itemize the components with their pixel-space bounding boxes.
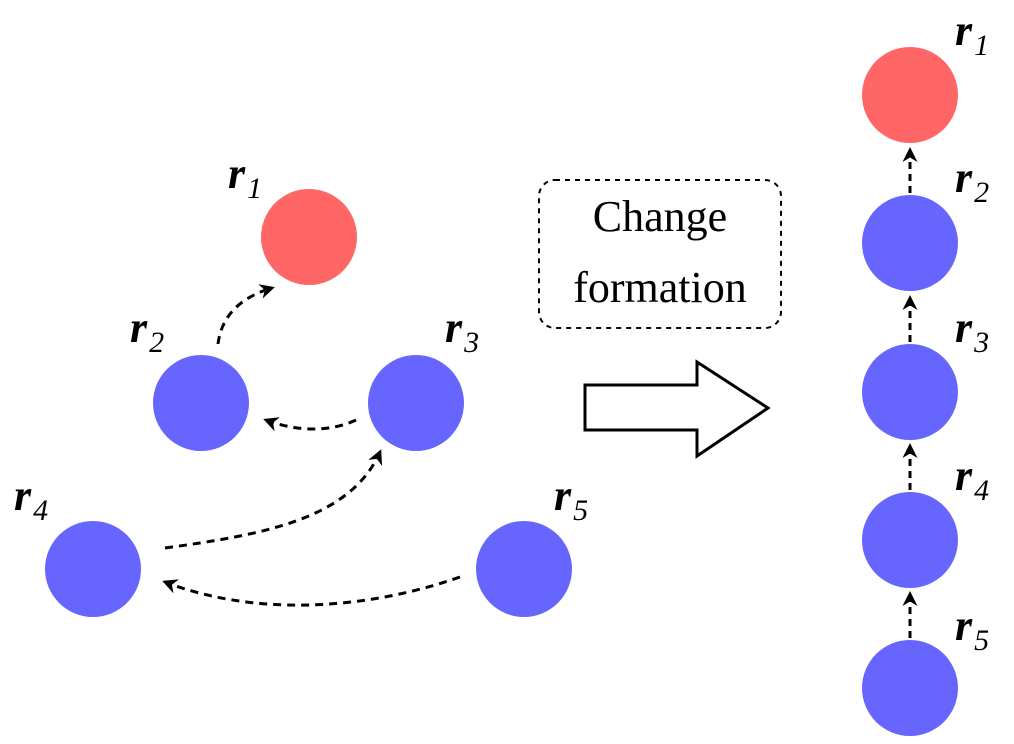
label-r3-symbol: r — [445, 303, 463, 352]
chain-label-r2: r2 — [955, 153, 989, 209]
chain-robot-r5 — [862, 640, 958, 736]
caption-box — [538, 179, 782, 329]
caption-line-1: Change — [593, 192, 727, 241]
follow-arrow-r4-to-r3 — [164, 449, 383, 550]
chain-label-r3-index: 3 — [973, 326, 989, 359]
robot-r3 — [368, 355, 464, 451]
robot-r1-leader — [261, 189, 357, 285]
chain-robot-r4 — [862, 492, 958, 588]
label-r4-symbol: r — [14, 471, 32, 520]
label-r1: r1 — [228, 149, 262, 205]
transition-arrow — [583, 359, 771, 459]
chain-label-r5: r5 — [955, 601, 989, 657]
chain-label-r5-index: 5 — [974, 624, 989, 657]
chain-robot-r3 — [862, 344, 958, 440]
label-r5-symbol: r — [554, 471, 572, 520]
chain-label-r4-index: 4 — [974, 474, 989, 507]
initial-formation: r1 r2 r3 r4 r5 — [14, 149, 588, 617]
label-r3-index: 3 — [463, 326, 479, 359]
chain-label-r2-symbol: r — [955, 153, 973, 202]
label-r5-index: 5 — [573, 494, 588, 527]
label-r2: r2 — [130, 303, 164, 359]
chain-label-r3-symbol: r — [955, 303, 973, 352]
follow-arrow-r2-to-r1 — [216, 284, 275, 345]
chain-label-r1-symbol: r — [955, 6, 973, 55]
label-r5: r5 — [554, 471, 588, 527]
transition: Change formation — [538, 179, 782, 459]
robot-r4 — [45, 521, 141, 617]
chain-label-r4: r4 — [955, 451, 989, 507]
chain-label-r4-symbol: r — [955, 451, 973, 500]
label-r1-index: 1 — [247, 172, 262, 205]
robot-r5 — [476, 521, 572, 617]
chain-robot-r2 — [862, 195, 958, 291]
chain-robot-r1-leader — [862, 47, 958, 143]
chain-label-r5-symbol: r — [955, 601, 973, 650]
label-r4-index: 4 — [33, 494, 48, 527]
label-r1-symbol: r — [228, 149, 246, 198]
label-r2-symbol: r — [130, 303, 148, 352]
label-r2-index: 2 — [149, 326, 164, 359]
follow-arrow-r5-to-r4 — [162, 575, 461, 607]
follow-arrow-r3-to-r2 — [263, 417, 357, 432]
chain-label-r3: r3 — [955, 303, 989, 359]
chain-label-r1: r1 — [955, 6, 989, 62]
robot-r2 — [153, 355, 249, 451]
caption-line-2: formation — [573, 263, 747, 312]
chain-label-r1-index: 1 — [974, 29, 989, 62]
label-r4: r4 — [14, 471, 48, 527]
label-r3: r3 — [445, 303, 479, 359]
chain-label-r2-index: 2 — [974, 176, 989, 209]
chain-formation: r1 r2 r3 r4 r5 — [862, 6, 989, 736]
